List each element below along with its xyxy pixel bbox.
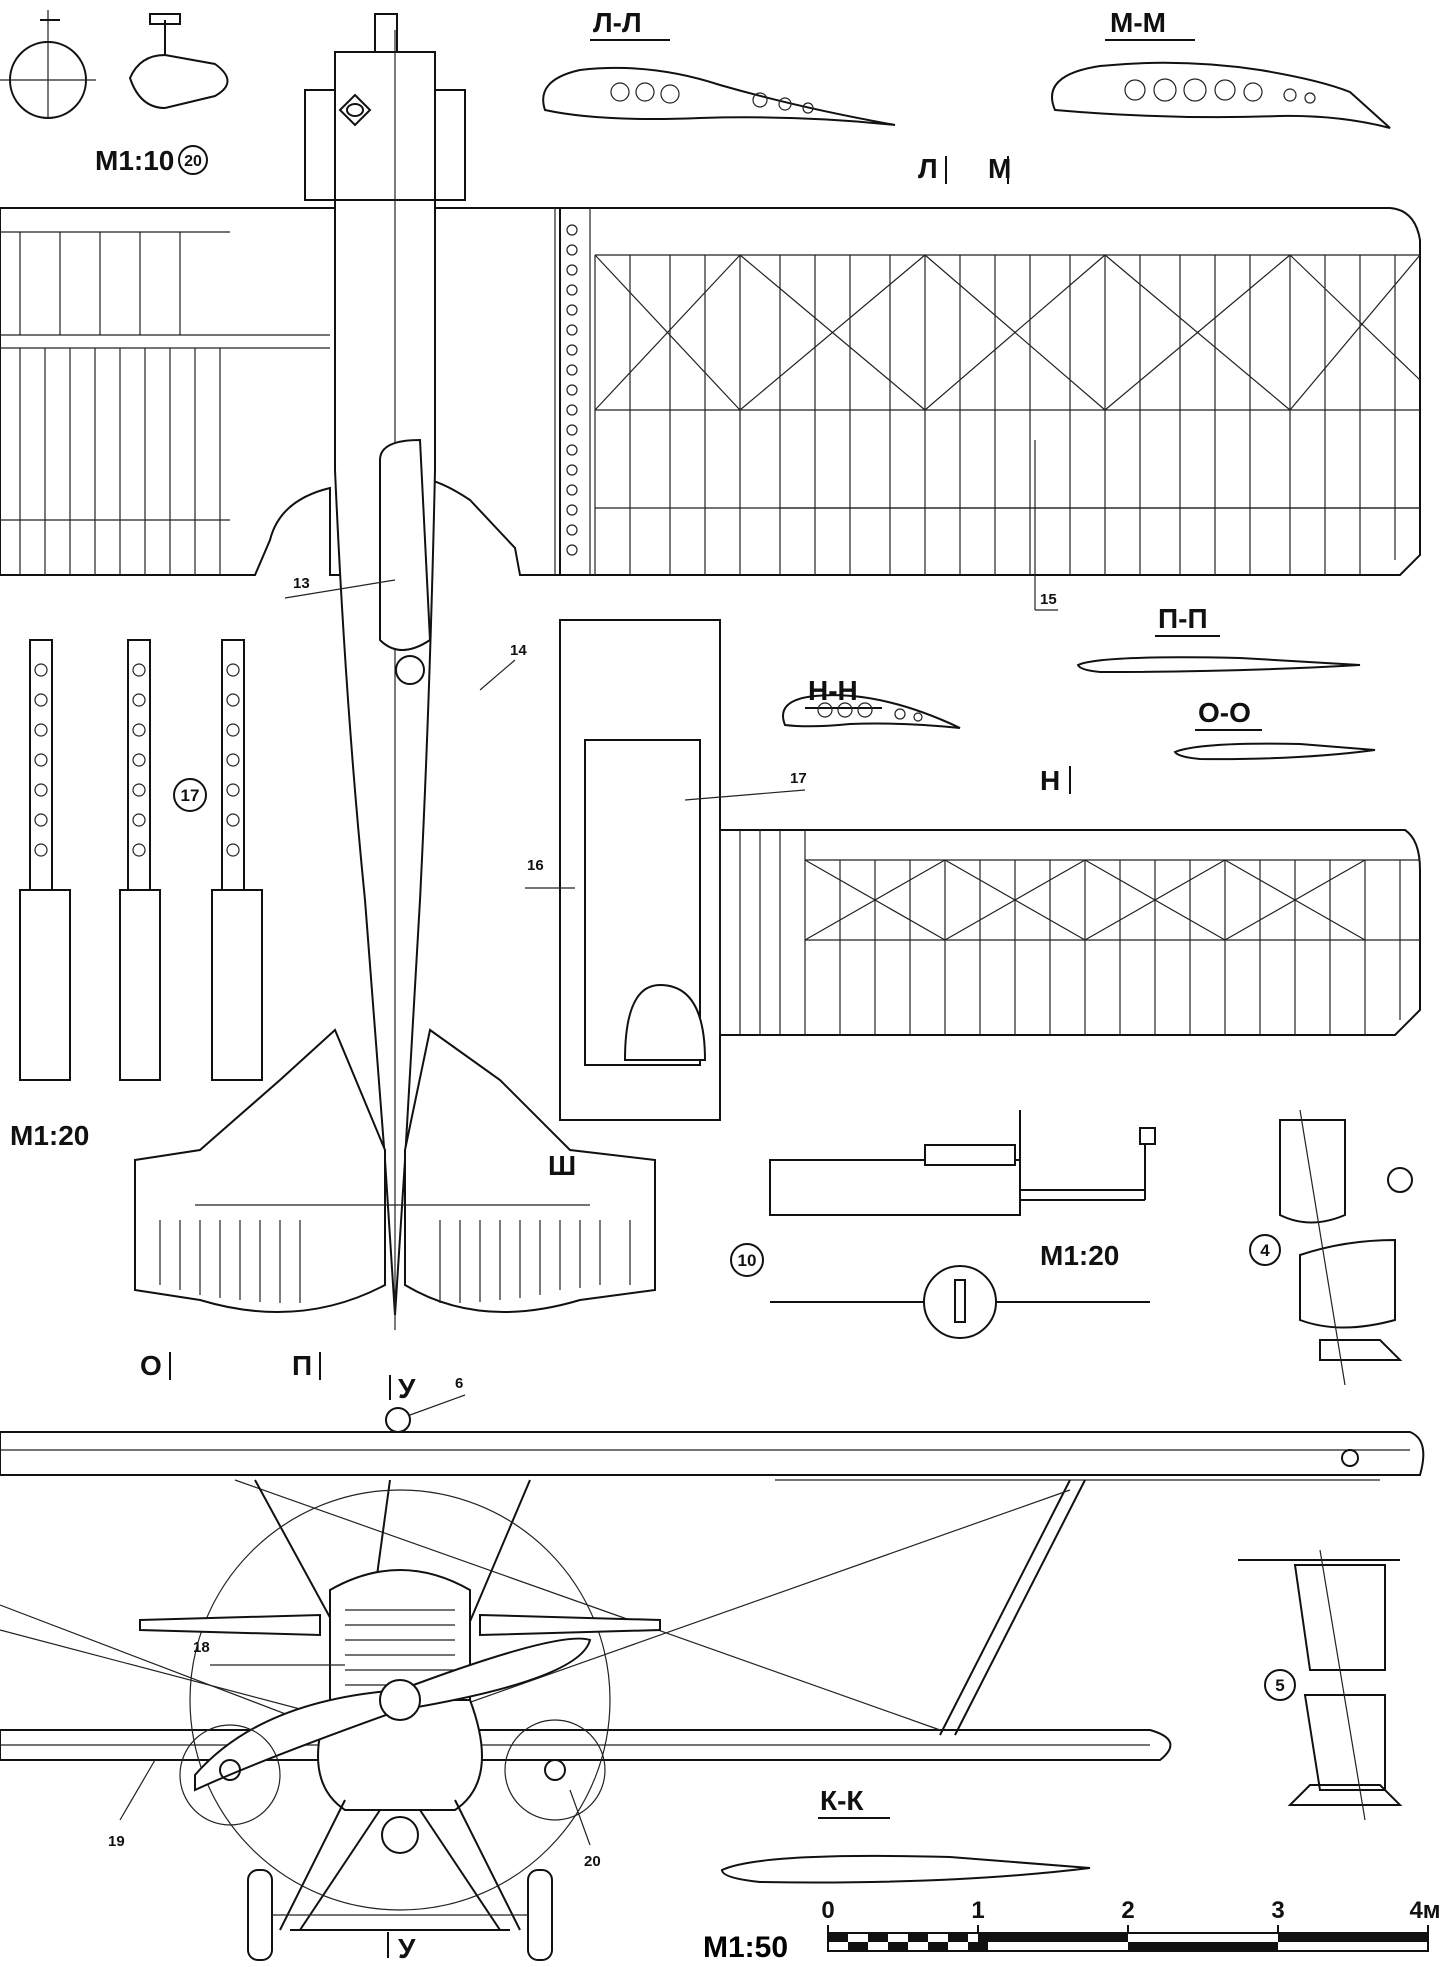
callout-10-circle-label: 10: [738, 1251, 757, 1270]
callout-15: 15: [1040, 591, 1057, 608]
callout-4-circle-label: 4: [1260, 1241, 1270, 1260]
upper-wing-ribs: [594, 254, 1421, 575]
callout-circle-17: [173, 778, 207, 812]
airfoil-p-p: [1076, 656, 1361, 674]
section-mark-o: О: [140, 1350, 162, 1381]
callout-circle-20: [178, 145, 208, 175]
callout-circle-5: [1264, 1669, 1296, 1701]
callout-17: 17: [790, 770, 807, 787]
airfoil-m-m: [1051, 61, 1391, 129]
section-label-l-l: Л-Л: [593, 7, 642, 38]
plan-view-upper-wing: [0, 13, 1421, 576]
section-mark-n: Н: [1040, 765, 1060, 796]
scale-tick-0: 0: [821, 1897, 834, 1924]
airfoil-k-k: [720, 1854, 1091, 1884]
section-label-k-k: К-К: [820, 1785, 864, 1816]
fitting-4: [1279, 1109, 1413, 1386]
scale-tick-4: 4м: [1409, 1897, 1440, 1924]
callout-13: 13: [293, 575, 310, 592]
section-label-o-o: О-О: [1198, 697, 1251, 728]
plan-view-lower-wing: [559, 619, 1421, 1121]
scale-label-guns17: M1:20: [10, 1120, 89, 1151]
fitting-5: [1238, 1549, 1403, 1821]
callout-20-circle-label: 20: [184, 153, 202, 170]
airfoil-o-o: [1173, 742, 1376, 761]
callout-19: 19: [108, 1833, 125, 1850]
machine-guns-17: [19, 639, 263, 1081]
scale-label-detail20: M1:10: [95, 145, 174, 176]
scale-tick-3: 3: [1271, 1897, 1284, 1924]
section-mark-l: Л: [918, 153, 938, 184]
wing-root-rivets: [554, 208, 591, 575]
section-mark-sh: Ш: [548, 1150, 576, 1181]
callout-14: 14: [510, 642, 527, 659]
scale-tick-1: 1: [971, 1897, 984, 1924]
callout-18: 18: [193, 1639, 210, 1656]
machine-gun-10: [769, 1110, 1156, 1339]
callout-circle-4: [1249, 1234, 1281, 1266]
section-label-m-m: М-М: [1110, 7, 1166, 38]
callout-circle-10: [730, 1243, 764, 1277]
section-mark-p: П: [292, 1350, 312, 1381]
scale-tick-2: 2: [1121, 1897, 1134, 1924]
section-label-p-p: П-П: [1158, 603, 1208, 634]
scale-bar: [827, 1925, 1429, 1952]
callout-5-circle-label: 5: [1275, 1676, 1284, 1695]
airfoil-n-n: [782, 694, 961, 729]
airfoil-l-l-holes: [610, 82, 814, 114]
scale-label-gun10: M1:20: [1040, 1240, 1119, 1271]
callout-17-circle-label: 17: [181, 786, 200, 805]
section-label-n-n: Н-Н: [808, 675, 858, 706]
callout-20: 20: [584, 1853, 601, 1870]
section-mark-u-top: У: [398, 1373, 416, 1404]
callout-16: 16: [527, 857, 544, 874]
section-mark-u-bottom: У: [398, 1933, 416, 1964]
detail-20-lamp: [0, 10, 229, 119]
airfoil-m-m-holes: [1124, 78, 1316, 104]
tailplane: [134, 1028, 656, 1313]
front-view: [0, 1431, 1425, 1961]
airfoil-l-l: [542, 66, 896, 126]
callout-6: 6: [455, 1375, 463, 1392]
section-mark-m: М: [988, 153, 1011, 184]
fuselage-plan: [334, 30, 436, 1330]
scale-label-main: M1:50: [703, 1931, 788, 1964]
